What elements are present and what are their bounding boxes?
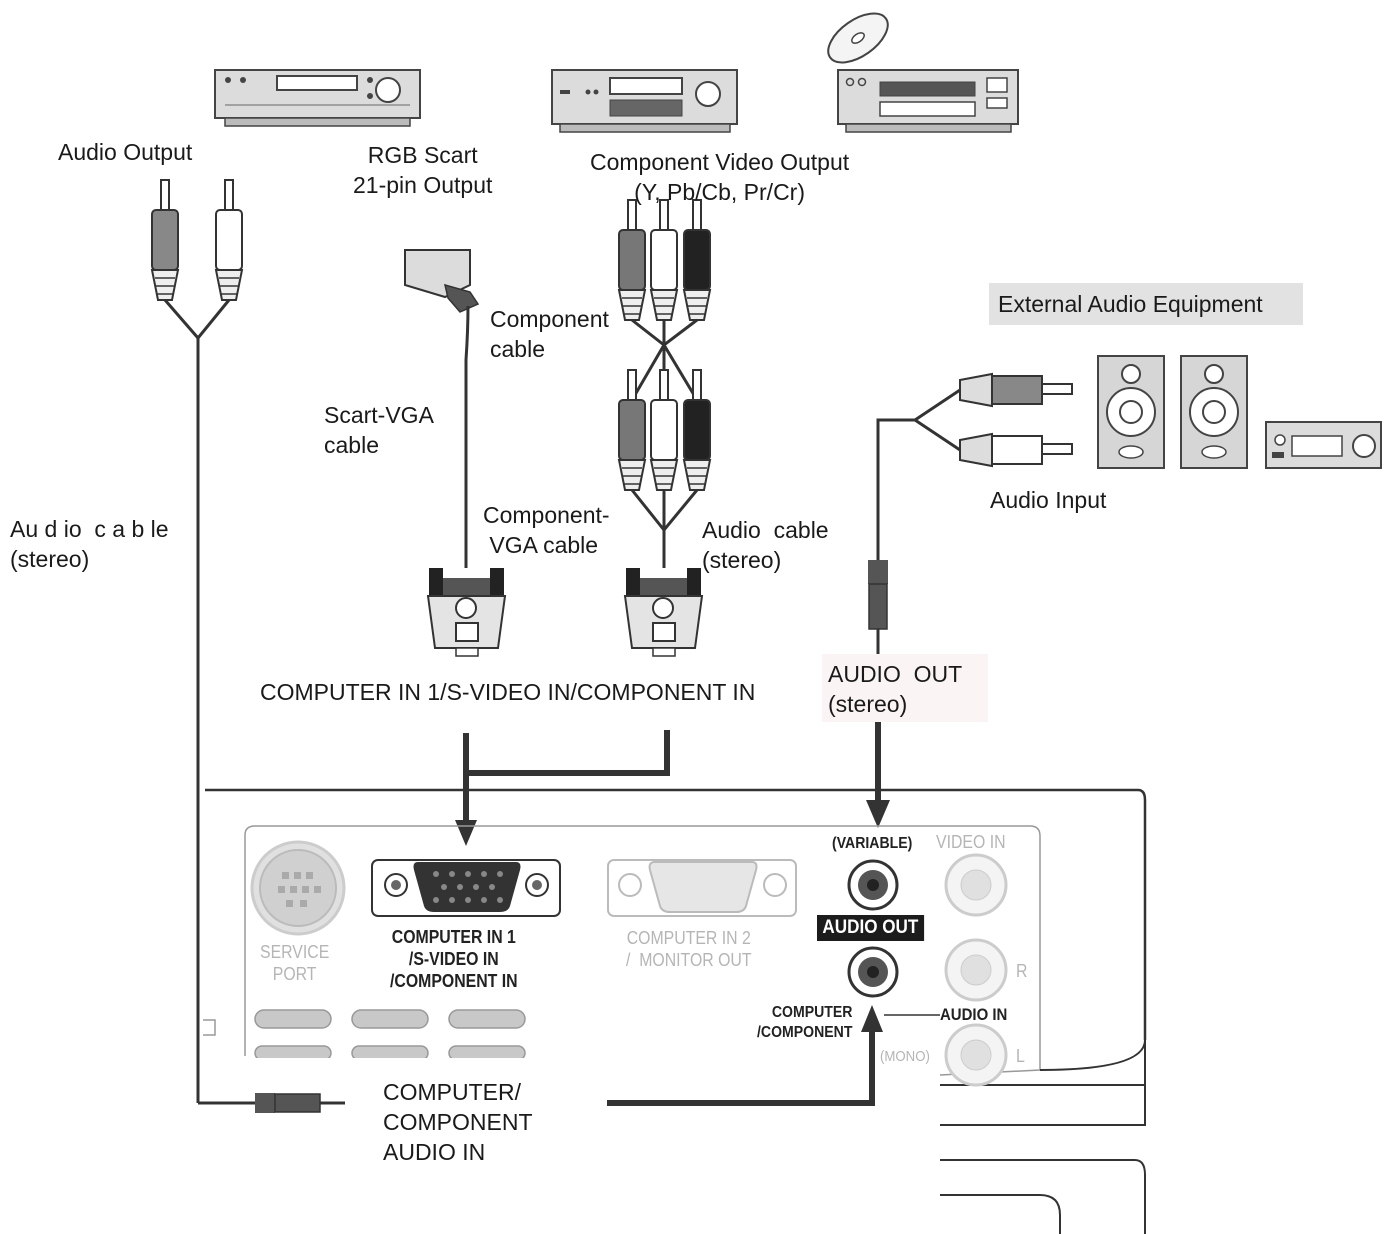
vcr-icon	[214, 69, 421, 127]
speaker-icon	[1097, 355, 1165, 469]
audio-in-jack-icon	[847, 946, 899, 998]
rca-plug-icon	[959, 372, 1073, 468]
arrow-down-icon	[455, 820, 477, 846]
component-vga-cable-label: Component- VGA cable	[483, 502, 610, 558]
vga-port-icon	[371, 859, 561, 917]
arrow-down-icon	[866, 800, 890, 828]
audio-out-stereo-label: AUDIO OUT (stereo)	[828, 661, 963, 717]
audio-input-label: Audio Input	[990, 487, 1107, 513]
scart-plug-icon	[404, 249, 480, 313]
rgb-scart-label: RGB Scart 21-pin Output	[353, 142, 493, 198]
rca-plug-icon	[618, 369, 711, 491]
audio-cable-left-label: Au d io c a b le (stereo)	[10, 516, 169, 572]
vga-port-icon	[607, 859, 797, 917]
amplifier-icon	[1265, 421, 1382, 469]
l-label: L	[1016, 1046, 1025, 1066]
audio-out-jack-icon	[847, 859, 899, 911]
arrow-up-icon	[861, 1005, 883, 1032]
rca-plug-icon	[151, 179, 243, 301]
speaker-icon	[1180, 355, 1248, 469]
service-port-label: SERVICE PORT	[260, 942, 330, 984]
audio-out-badge: AUDIO OUT	[817, 915, 924, 941]
component-cable-label: Component cable	[490, 306, 609, 362]
disc-icon	[827, 12, 889, 64]
rca-jack-icon	[944, 853, 1008, 1087]
service-port-icon	[250, 840, 346, 936]
external-audio-label-bg	[989, 283, 1303, 325]
vent-slots	[254, 1009, 526, 1061]
mini-jack-icon	[868, 560, 888, 655]
audio-out-label-bg	[822, 654, 988, 722]
vga-plug-icon	[624, 567, 703, 657]
computer-in-1-line-label: COMPUTER IN 1/S-VIDEO IN/COMPONENT IN	[260, 679, 756, 705]
computer-in-1-panel-label: COMPUTER IN 1 /S-VIDEO IN /COMPONENT IN	[390, 927, 518, 991]
audio-cable-right-label: Audio cable (stereo)	[702, 517, 829, 573]
computer-component-panel-label: COMPUTER /COMPONENT	[757, 1004, 853, 1041]
component-video-output-label: Component Video Output (Y, Pb/Cb, Pr/Cr)	[590, 149, 850, 205]
computer-component-audio-in-label: COMPUTER/ COMPONENT AUDIO IN	[383, 1079, 533, 1165]
external-audio-equipment-label: External Audio Equipment	[998, 291, 1263, 317]
computer-in-2-panel-label: COMPUTER IN 2 / MONITOR OUT	[626, 928, 752, 970]
audio-in-panel-label: AUDIO IN	[940, 1005, 1008, 1024]
mini-jack-icon	[255, 1093, 345, 1113]
video-in-label: VIDEO IN	[936, 832, 1006, 852]
vga-plug-icon	[427, 567, 506, 657]
cd-player-icon	[837, 69, 1019, 133]
variable-label: (VARIABLE)	[832, 835, 913, 852]
mono-label: (MONO)	[880, 1048, 930, 1065]
scart-vga-cable-label: Scart-VGA cable	[324, 402, 434, 458]
rca-plug-icon	[618, 199, 711, 321]
dvd-player-icon	[551, 69, 738, 133]
audio-output-label: Audio Output	[58, 139, 193, 165]
r-label: R	[1016, 961, 1028, 981]
